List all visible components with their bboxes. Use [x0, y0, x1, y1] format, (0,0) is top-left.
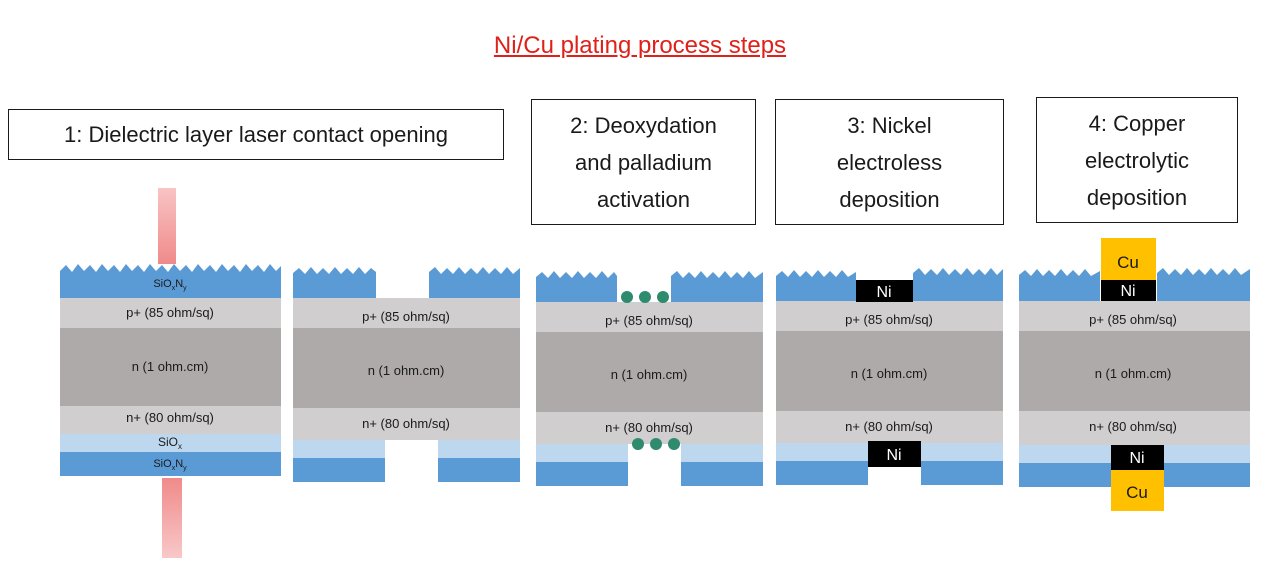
n-plus-label: n+ (80 ohm/sq) [845, 419, 933, 434]
copper-rear-contact [1111, 470, 1164, 511]
step-1-label: 1: Dielectric layer laser contact openin… [64, 122, 448, 147]
nickel-front-label: Ni [876, 284, 891, 301]
rear-sioxny-layer [60, 452, 281, 476]
nickel-rear-label: Ni [1129, 450, 1144, 467]
siox-layer-right [921, 443, 1003, 461]
siox-label: SiOx [158, 435, 182, 451]
palladium-particle [621, 291, 633, 303]
palladium-particle [668, 438, 680, 450]
n-plus-layer [536, 412, 763, 444]
n-bulk-label: n (1 ohm.cm) [611, 367, 688, 382]
palladium-particle [657, 291, 669, 303]
p-plus-layer [776, 301, 1003, 331]
n-bulk-label: n (1 ohm.cm) [132, 359, 209, 374]
front-sioxny-layer-right [429, 267, 520, 298]
laser-beam-top [158, 188, 176, 264]
siox-layer-right [1164, 445, 1250, 463]
n-plus-label: n+ (80 ohm/sq) [605, 420, 693, 435]
palladium-particle [650, 438, 662, 450]
rear-sioxny-layer-left [1019, 463, 1111, 487]
copper-front-contact [1101, 238, 1156, 280]
n-plus-layer [1019, 411, 1250, 445]
rear-sioxny-layer-right [1164, 463, 1250, 487]
palladium-particle [632, 438, 644, 450]
step-3-label-box: 3: Nickel electroless deposition [775, 99, 1004, 225]
p-plus-layer [536, 302, 763, 332]
front-sioxny-layer-left [293, 267, 376, 298]
step-2-cell: p+ (85 ohm/sq) n (1 ohm.cm) n+ (80 ohm/s… [536, 271, 763, 486]
rear-sioxny-layer-left [293, 458, 385, 482]
nickel-rear-contact [1111, 445, 1164, 470]
n-bulk-layer [1019, 331, 1250, 411]
n-bulk-label: n (1 ohm.cm) [1095, 366, 1172, 381]
copper-rear-label: Cu [1126, 483, 1148, 502]
front-sioxny-layer-right [1157, 268, 1250, 301]
front-sioxny-layer [60, 264, 281, 298]
n-bulk-label: n (1 ohm.cm) [851, 366, 928, 381]
rear-sioxny-layer-left [776, 461, 868, 485]
siox-layer-right [681, 444, 763, 462]
nickel-front-contact [856, 280, 913, 302]
siox-layer-left [776, 443, 868, 461]
n-bulk-layer [293, 328, 520, 408]
copper-front-label: Cu [1117, 253, 1139, 272]
p-plus-label: p+ (85 ohm/sq) [362, 309, 450, 324]
rear-sioxny-layer-left [536, 462, 628, 486]
step-4-label-box: 4: Copper electrolytic deposition [1036, 97, 1238, 223]
front-sioxny-layer-left [536, 271, 617, 302]
rear-sioxny-layer-right [921, 461, 1003, 485]
diagram-title: Ni/Cu plating process steps [493, 32, 787, 59]
laser-beam-bottom [162, 478, 182, 558]
step-3-label: 3: Nickel electroless deposition [836, 112, 943, 212]
siox-layer-left [1019, 445, 1111, 463]
n-plus-layer [60, 406, 281, 434]
step-4-label: 4: Copper electrolytic deposition [1085, 110, 1189, 210]
rear-sioxny-layer-right [438, 458, 520, 482]
n-bulk-label: n (1 ohm.cm) [368, 363, 445, 378]
p-plus-label: p+ (85 ohm/sq) [126, 305, 214, 320]
front-sioxny-layer-right [671, 271, 763, 302]
step-2-label-box: 2: Deoxydation and palladium activation [531, 99, 756, 225]
front-sioxny-layer-right [913, 268, 1003, 301]
front-sioxny-label: SiOxNy [153, 278, 187, 292]
step-1-opened-cell: p+ (85 ohm/sq) n (1 ohm.cm) n+ (80 ohm/s… [293, 267, 520, 482]
n-plus-label: n+ (80 ohm/sq) [126, 410, 214, 425]
step-2-label: 2: Deoxydation and palladium activation [570, 112, 717, 212]
p-plus-layer [60, 298, 281, 328]
step-4-cell: Cu Ni Ni Cu p+ (85 ohm/sq) n (1 ohm.cm) … [1019, 238, 1250, 511]
p-plus-layer [293, 298, 520, 328]
rear-sioxny-label: SiOxNy [153, 458, 187, 472]
n-bulk-layer [60, 328, 281, 406]
n-bulk-layer [776, 331, 1003, 411]
n-plus-layer [776, 411, 1003, 443]
p-plus-layer [1019, 301, 1250, 331]
nickel-rear-contact [868, 441, 921, 467]
step-1-label-box: 1: Dielectric layer laser contact openin… [8, 109, 504, 160]
n-bulk-layer [536, 332, 763, 412]
siox-layer-left [536, 444, 628, 462]
n-plus-label: n+ (80 ohm/sq) [362, 416, 450, 431]
nickel-front-label: Ni [1120, 283, 1135, 300]
nickel-rear-label: Ni [886, 447, 901, 464]
step-1-cell: SiOxNy p+ (85 ohm/sq) n (1 ohm.cm) n+ (8… [60, 188, 281, 558]
nickel-front-contact [1101, 280, 1156, 301]
front-sioxny-layer [776, 270, 856, 301]
n-plus-label: n+ (80 ohm/sq) [1089, 419, 1177, 434]
siox-layer [60, 434, 281, 452]
siox-layer-left [293, 440, 385, 458]
p-plus-label: p+ (85 ohm/sq) [1089, 312, 1177, 327]
front-sioxny-layer-left [1019, 269, 1100, 301]
n-plus-layer [293, 408, 520, 440]
step-3-cell: Ni Ni p+ (85 ohm/sq) n (1 ohm.cm) n+ (80… [776, 268, 1003, 485]
p-plus-label: p+ (85 ohm/sq) [845, 312, 933, 327]
siox-layer-right [438, 440, 520, 458]
rear-sioxny-layer-right [681, 462, 763, 486]
palladium-particle [639, 291, 651, 303]
p-plus-label: p+ (85 ohm/sq) [605, 313, 693, 328]
